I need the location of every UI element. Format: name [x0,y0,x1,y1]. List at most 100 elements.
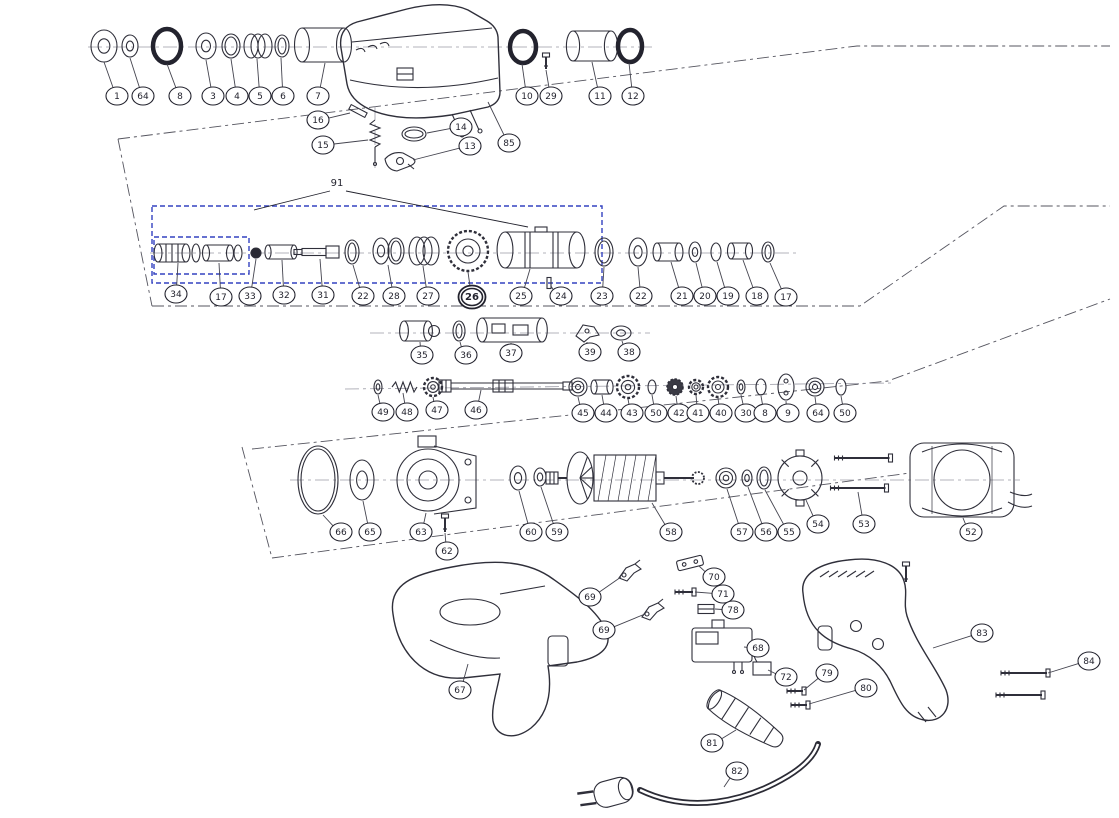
shape-rect [348,103,368,119]
callout-ring [425,400,449,420]
callout-ring [358,522,382,542]
callout-number: 48 [401,408,413,418]
leader-line [651,502,666,525]
shape-rect [909,442,1015,518]
shape-ellipse [756,466,772,490]
shape-path [433,445,477,515]
leader-line [377,394,381,404]
part-screwv [901,561,911,582]
shape-ellipse [710,242,722,262]
callout-ring [371,402,395,422]
callout-ring [549,286,573,306]
callout-63: 63 [409,522,433,542]
shape-line [837,570,848,578]
shape-path [391,380,418,394]
callout-number: 50 [839,409,851,419]
shape-circle [455,238,481,264]
callout-number: 16 [312,116,324,126]
mode-lever [384,152,416,172]
shape-rect [325,245,340,259]
callout-inner-ring [460,287,484,307]
callout-number: 57 [736,528,747,538]
shape-rect [546,276,552,290]
shape-line [579,456,588,479]
leader-line [962,517,966,525]
callout-ring [311,285,335,305]
callout-66: 66 [329,522,353,542]
part-washer [741,469,753,487]
leader-line [256,58,260,88]
callout-14: 14 [449,117,473,137]
shape-circle [693,384,699,390]
leader-line [651,394,655,405]
part-stepshaft31 [293,245,340,259]
part-plate70 [676,554,704,572]
callout-36: 36 [454,345,478,365]
callout-23: 23 [590,286,614,306]
leader-line [740,394,744,405]
shape-ellipse [764,244,772,260]
shape-rect [676,554,704,572]
shape-line [617,454,627,502]
shape-rect [1040,690,1046,700]
leader-line [362,500,369,524]
callout-ring [709,403,733,423]
leader-line [723,777,731,788]
callout-69: 69 [592,620,616,640]
shape-path [921,507,1003,517]
leader-line [717,397,720,405]
callout-19: 19 [716,286,740,306]
part-oring [452,320,466,342]
callout-number: 68 [752,644,764,654]
leader-line [103,61,114,88]
part-washer [628,237,648,267]
part-housing [339,4,501,138]
leader-line [808,690,856,705]
shape-path [355,47,366,53]
callout-number: 42 [673,409,684,419]
leader-line [459,341,462,347]
leader-line [444,532,447,543]
part-washer [736,379,746,395]
part-springv [368,119,382,167]
leader-line [742,259,754,288]
leader-line [760,395,763,405]
callout-57: 57 [730,522,754,542]
callout-81: 81 [700,733,724,753]
part-pin [546,276,552,290]
callout-number: 14 [455,123,467,133]
part-piston35 [399,320,441,342]
shape-ellipse [835,378,847,396]
callout-number: 55 [783,528,794,538]
callout-ring [774,667,798,687]
shape-ellipse [674,242,684,262]
callout-59: 59 [545,522,569,542]
shape-circle [620,379,636,395]
shape-circle [574,383,582,391]
shape-rect [711,619,725,629]
shape-ellipse [233,244,243,262]
callout-number: 45 [577,409,588,419]
callout-22: 22 [629,286,653,306]
shape-ellipse [344,239,360,265]
callout-31: 31 [311,285,335,305]
leader-line [932,635,972,649]
shape-line [864,570,875,578]
leader-line [129,57,140,88]
part-oring [344,239,360,265]
leader-line [695,262,703,288]
part-plate9 [777,373,795,401]
shape-rect [887,453,894,463]
part-oring [233,244,243,262]
shape-ellipse [221,33,241,59]
shape-ellipse [744,242,754,260]
shape-rect [901,561,911,567]
shape-rect [795,449,805,457]
callout-ring [716,286,740,306]
shape-circle [731,669,737,675]
shape-rect [534,226,548,233]
part-oring [647,379,657,395]
callout-ring [248,86,272,106]
callout-ring [730,522,754,542]
shape-line [469,109,480,131]
